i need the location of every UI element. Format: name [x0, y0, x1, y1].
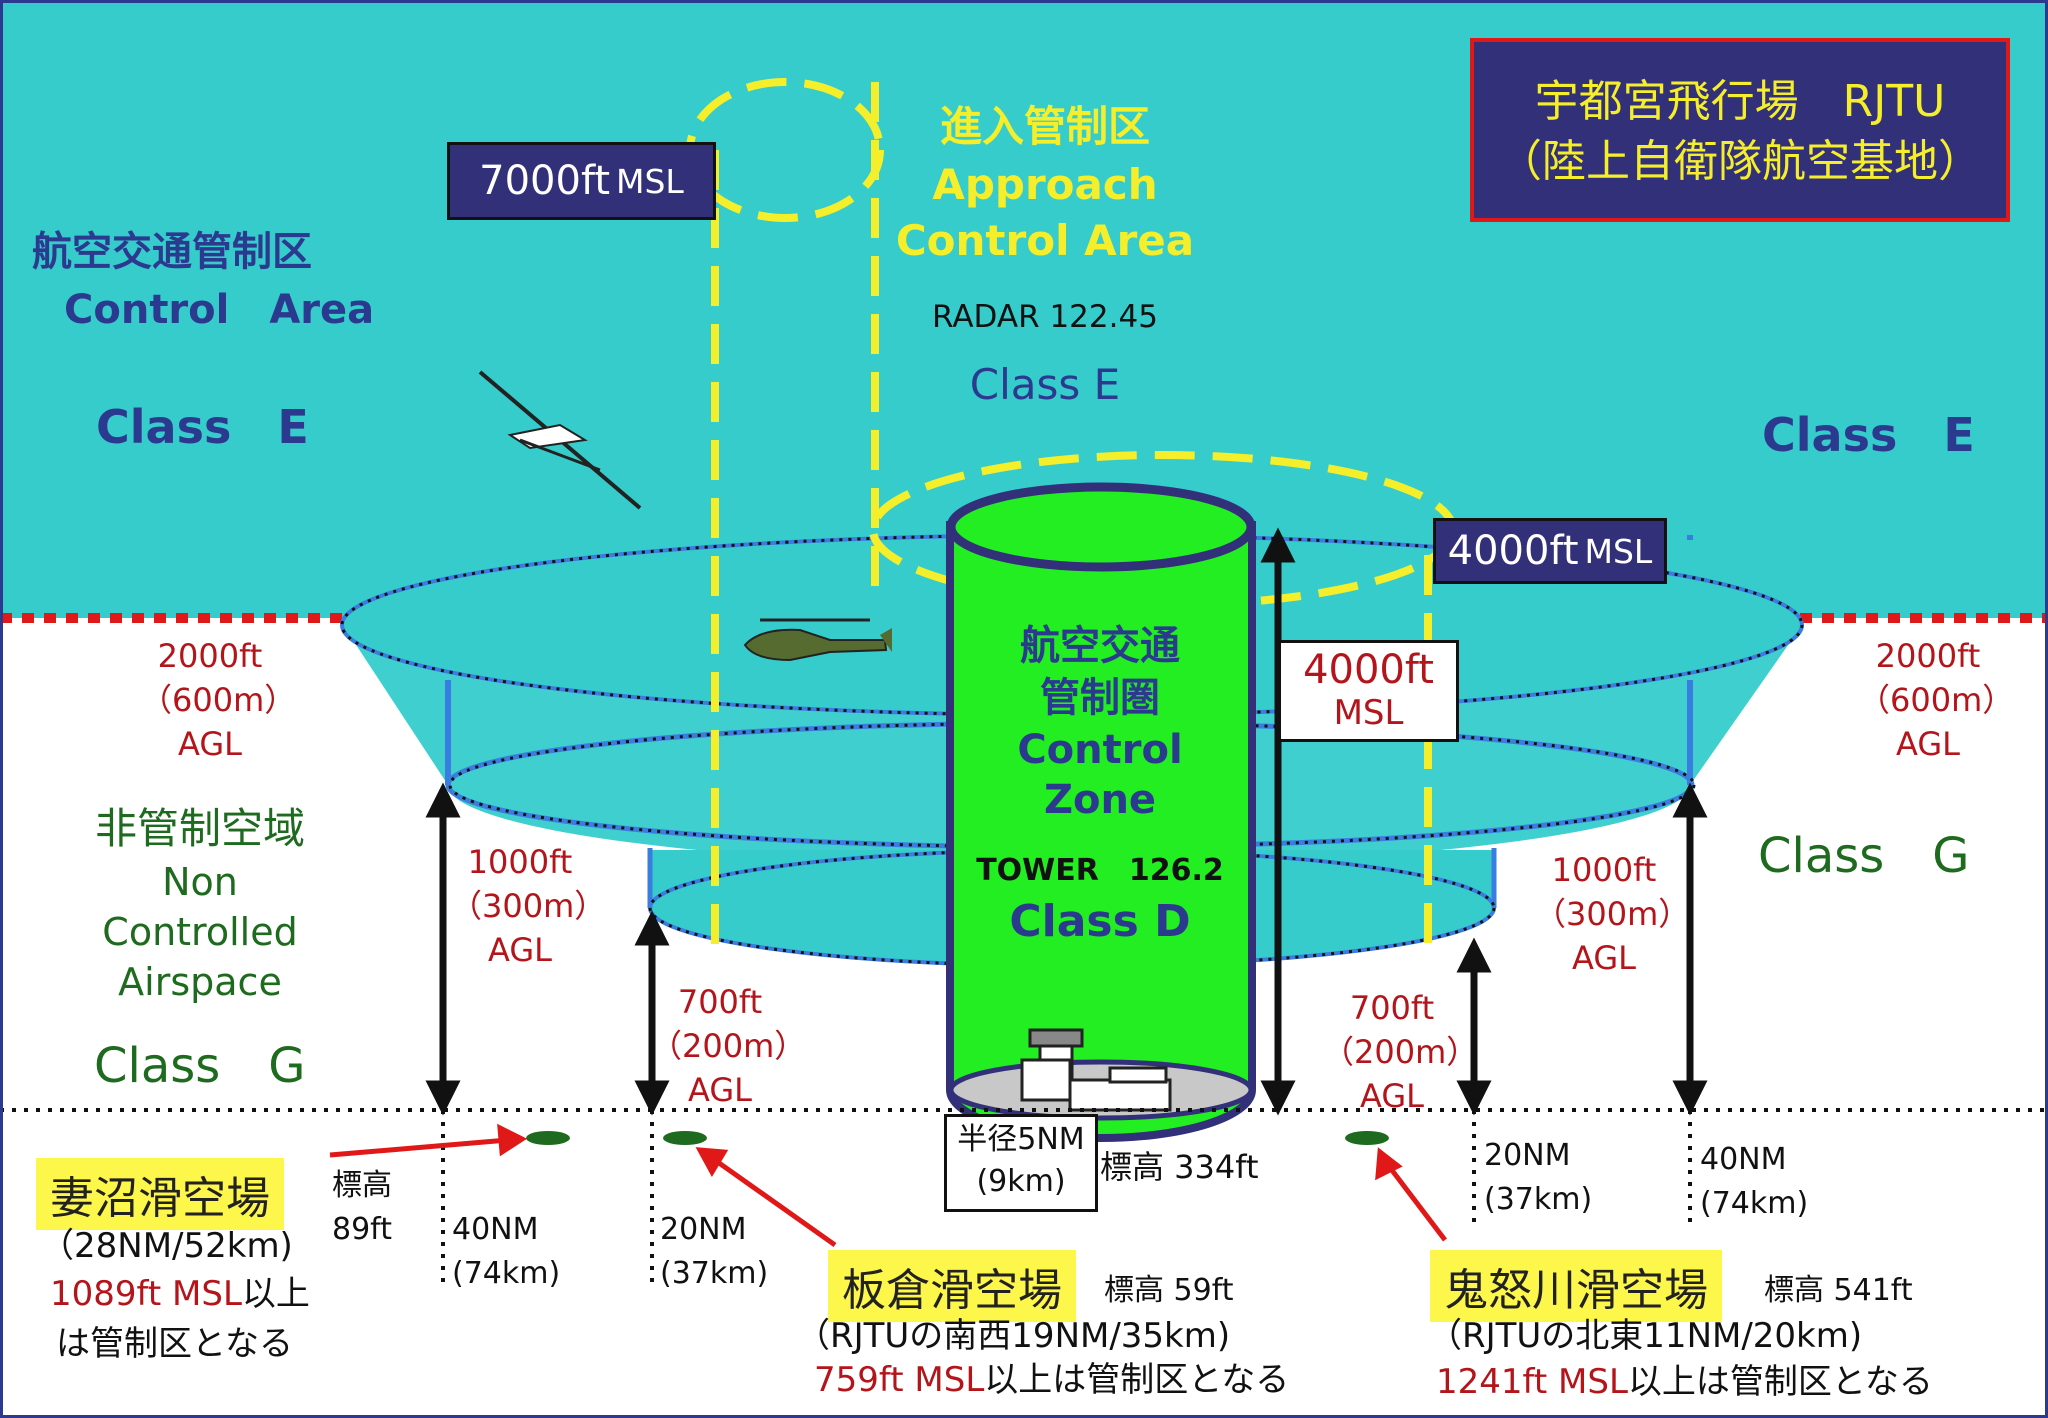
- control-zone-cylinder: [946, 482, 1256, 1143]
- kinugawa-elev: 標高 541ft: [1764, 1273, 1913, 1308]
- alt-right-2000: 2000ft（600m）AGL: [1858, 637, 2015, 763]
- kinugawa-field-marker: [1345, 1131, 1389, 1145]
- alt-right-700: 700ft（200m）AGL: [1322, 989, 1479, 1115]
- pointer-arrows: [329, 1123, 1447, 1248]
- title-line2: （陸上自衛隊航空基地）: [1498, 136, 1982, 187]
- class-g-left: Class G: [94, 1038, 306, 1094]
- dist-20-left: 20NM(37km): [660, 1212, 769, 1291]
- box-4000-unit: MSL: [1584, 531, 1653, 571]
- alt-left-2000: 2000ft（600m）AGL: [140, 637, 297, 763]
- non-controlled-en2: Controlled: [102, 910, 298, 954]
- itakura-field-marker: [663, 1131, 707, 1145]
- alt-right-1000: 1000ft（300m）AGL: [1534, 851, 1691, 977]
- control-area-en: Control Area: [64, 287, 375, 333]
- itakura-elev: 標高 59ft: [1104, 1273, 1234, 1308]
- itakura-msl-line: 759ft MSL以上は管制区となる: [814, 1360, 1290, 1400]
- approach-en2: Control Area: [895, 216, 1195, 265]
- tower-alt-line1: 4000ft: [1303, 647, 1434, 693]
- title-box: 宇都宮飛行場 RJTU （陸上自衛隊航空基地）: [1470, 38, 2010, 222]
- control-area-jp: 航空交通管制区: [32, 229, 312, 275]
- alt-left-700: 700ft（200m）AGL: [650, 983, 807, 1109]
- itakura-label: 板倉滑空場: [828, 1250, 1076, 1322]
- menuma-dist: （28NM/52km): [40, 1226, 293, 1266]
- kinugawa-msl-line: 1241ft MSL以上は管制区となる: [1436, 1362, 1933, 1402]
- glider-icon: [478, 370, 642, 510]
- menuma-field-marker: [526, 1131, 570, 1145]
- airport-building-icon: [1020, 1028, 1172, 1112]
- dist-40-right: 40NM(74km): [1700, 1142, 1809, 1221]
- menuma-label: 妻沼滑空場: [36, 1158, 284, 1230]
- non-controlled-jp: 非管制空域: [94, 804, 305, 853]
- title-line1: 宇都宮飛行場 RJTU: [1534, 76, 1946, 127]
- radius-box: 半径5NM (9km): [944, 1114, 1098, 1212]
- radius-line1: 半径5NM: [957, 1122, 1085, 1157]
- control-zone-en1: Control: [1017, 727, 1183, 773]
- box-4000-value: 4000ft: [1447, 528, 1579, 574]
- itakura-dist: （RJTUの南西19NM/35km): [796, 1316, 1231, 1356]
- dist-40-left: 40NM(74km): [452, 1212, 561, 1291]
- approach-class: Class E: [969, 360, 1121, 409]
- tower-alt-line2: MSL: [1333, 693, 1404, 733]
- control-zone-class: Class D: [1009, 896, 1191, 947]
- approach-jp: 進入管制区: [939, 102, 1150, 151]
- approach-en1: Approach: [932, 160, 1158, 209]
- class-e-right: Class E: [1762, 408, 1975, 462]
- altitude-arrows: [425, 527, 1708, 1116]
- non-controlled-en1: Non: [162, 860, 238, 904]
- dist-20-right: 20NM(37km): [1484, 1138, 1593, 1217]
- alt-left-1000: 1000ft（300m）AGL: [450, 843, 607, 969]
- approach-radar: RADAR 122.45: [932, 299, 1158, 335]
- control-zone-en2: Zone: [1043, 777, 1157, 823]
- kinugawa-label: 鬼怒川滑空場: [1430, 1250, 1722, 1322]
- non-controlled-en3: Airspace: [118, 960, 282, 1004]
- box-7000-value: 7000ft: [479, 158, 611, 204]
- radius-line2: (9km): [976, 1164, 1066, 1199]
- box-7000-unit: MSL: [616, 161, 684, 201]
- menuma-msl-line: 1089ft MSL以上: [50, 1274, 310, 1314]
- kinugawa-dist: （RJTUの北東11NM/20km): [1428, 1316, 1863, 1356]
- class-g-right: Class G: [1758, 828, 1970, 884]
- tower-altitude-box: 4000ft MSL: [1278, 640, 1459, 742]
- menuma-note: は管制区となる: [56, 1324, 293, 1364]
- control-zone-tower: TOWER 126.2: [976, 853, 1224, 888]
- class-e-left: Class E: [96, 400, 309, 454]
- control-zone-jp2: 管制圏: [1040, 675, 1160, 721]
- control-zone-jp1: 航空交通: [1020, 623, 1180, 669]
- helicopter-icon: [743, 618, 892, 662]
- rjtu-elevation: 標高 334ft: [1100, 1148, 1259, 1186]
